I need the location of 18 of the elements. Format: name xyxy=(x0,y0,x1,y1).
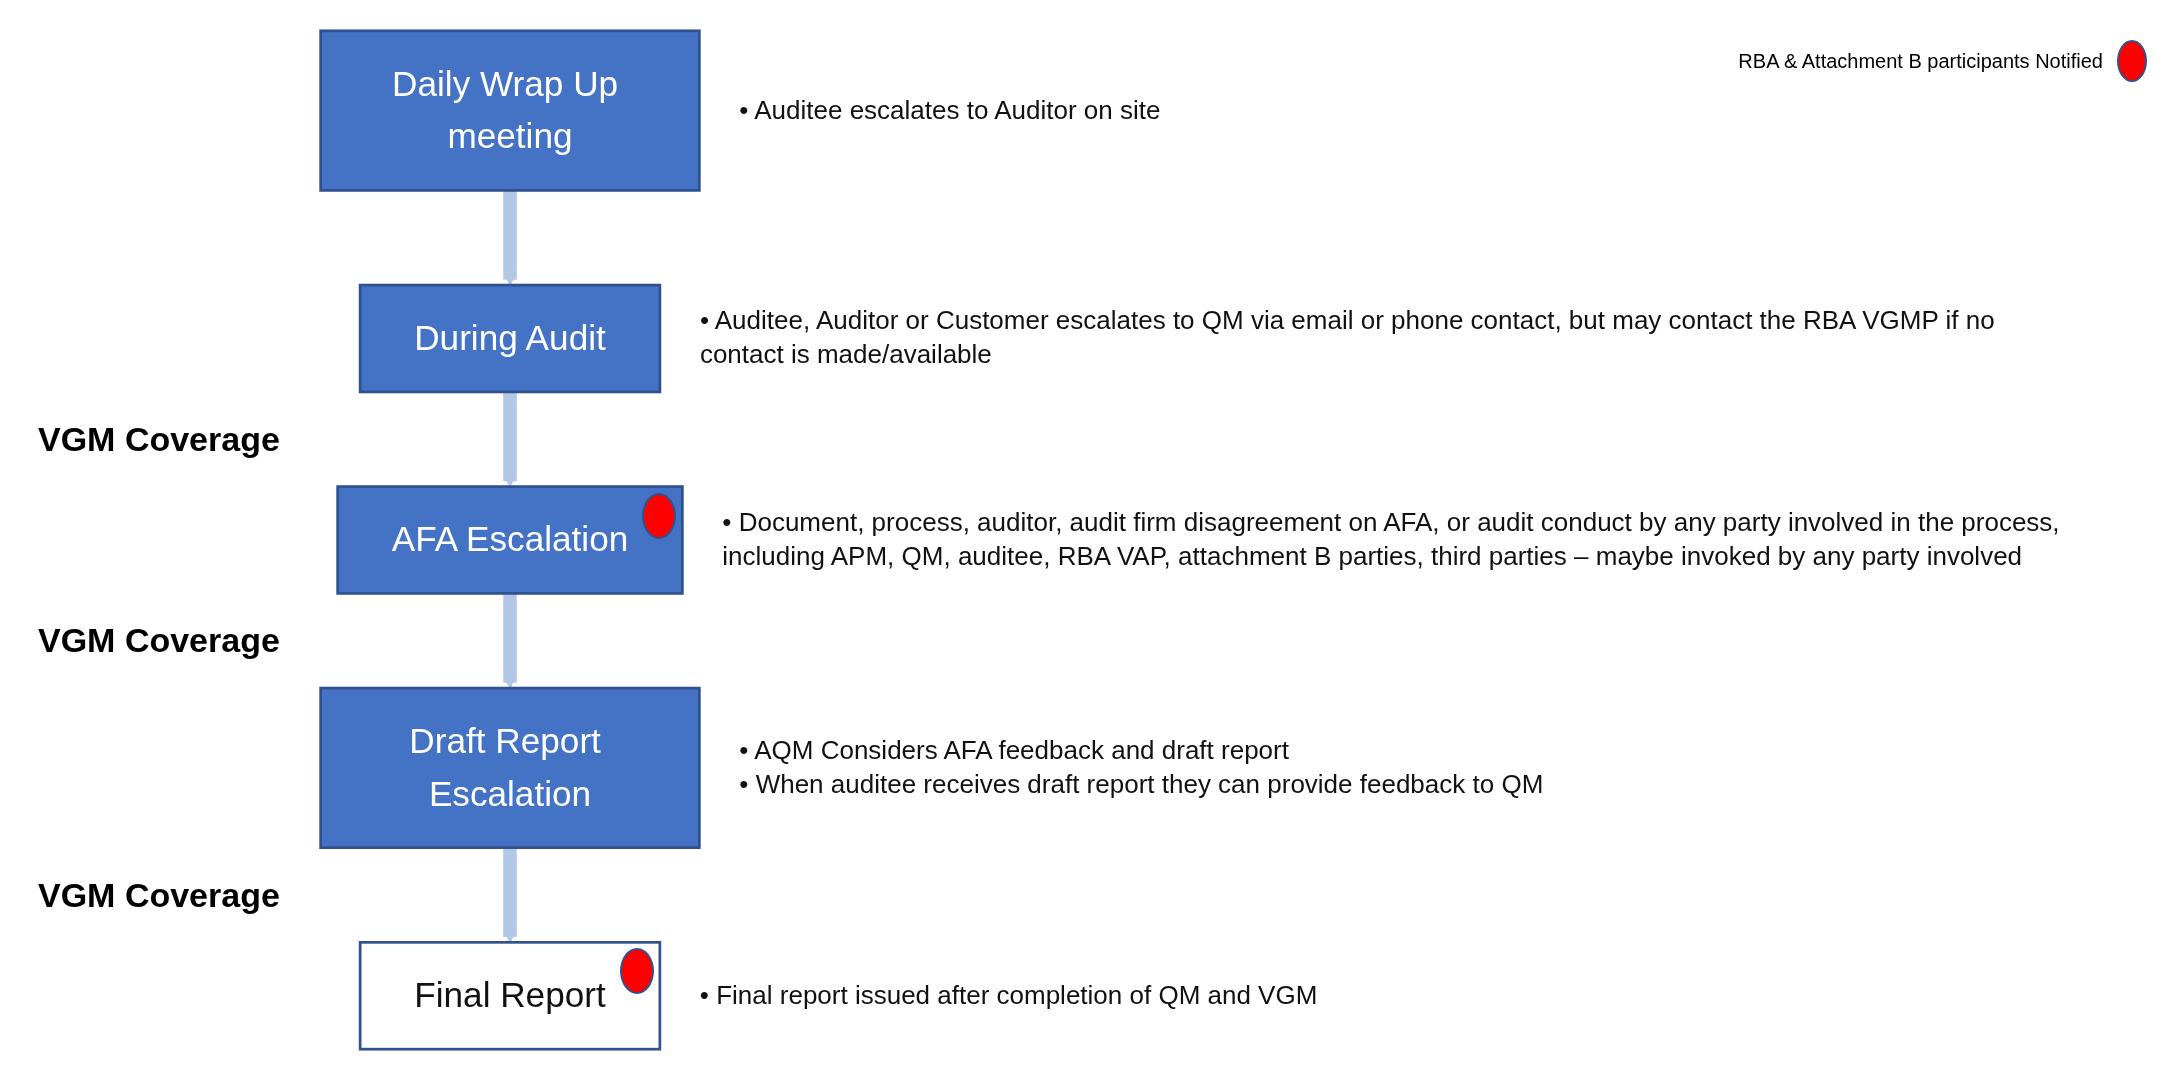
bullet-text: • Auditee escalates to Auditor on site xyxy=(739,93,1161,127)
coverage-label: VGM Coverage xyxy=(38,621,280,661)
bullet-text: • Document, process, auditor, audit firm disagreement on AFA, or audit conduct by any party involved in the process, including APM, QM, auditee, RBA VAP, attachment B parties, third parties – maybe invoked by any party involved xyxy=(722,506,2061,573)
process-box: Final Report xyxy=(358,941,662,1051)
arrow xyxy=(503,847,517,943)
arrow xyxy=(503,190,517,286)
coverage-label: VGM Coverage xyxy=(38,875,280,915)
arrow xyxy=(503,593,517,689)
process-box: During Audit xyxy=(358,283,662,394)
legend-text: RBA & Attachment B participants Notified xyxy=(1738,49,2103,73)
bullet-text: • Auditee, Auditor or Customer escalates to QM via email or phone contact, but may contact the RBA VGMP if no contact is made/available xyxy=(699,304,1996,372)
coverage-label: VGM Coverage xyxy=(38,419,280,459)
bullet-text: • AQM Considers AFA feedback and draft report xyxy=(739,733,1290,767)
process-box: AFA Escalation xyxy=(336,485,684,595)
bullet-text: • When auditee receives draft report they can provide feedback to QM xyxy=(739,767,1544,801)
process-box: Draft Report Escalation xyxy=(319,686,701,849)
process-box: Daily Wrap Up meeting xyxy=(319,29,701,192)
bullet-text: • Final report issued after completion of QM and VGM xyxy=(699,978,1318,1012)
